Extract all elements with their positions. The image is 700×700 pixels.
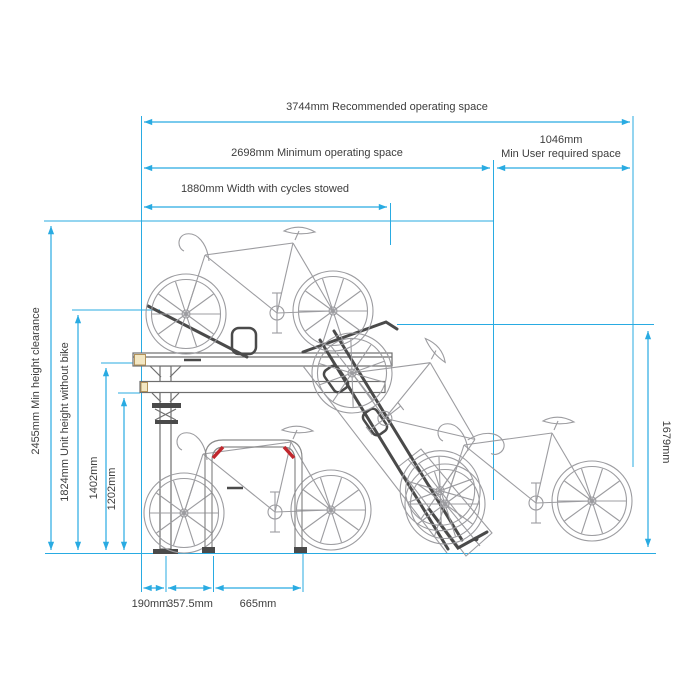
hoop-stand [202,439,307,553]
hoop-foot-left [202,547,215,553]
dimension-layer: 3744mm Recommended operating space 2698m… [30,101,672,610]
dim-label-1679: 1679mm [660,421,672,464]
rack-top-beam-cap [134,354,146,366]
dim-label-min-height-clearance: 2455mm Min height clearance [30,307,42,454]
rack-mid-plate [152,403,181,408]
rack-lower-beam-cap [140,382,148,392]
tray-wheel-hook-1 [322,364,350,394]
hoop-foot-right [294,547,307,553]
dim-label-width-stowed: 1880mm Width with cycles stowed [181,183,349,195]
tray-handle [301,320,399,354]
tray-rail-a [332,329,464,542]
rack-column [159,365,172,550]
rack-structure [132,304,393,554]
tray-wheel-hook-2 [361,407,389,437]
dim-label-1402: 1402mm [88,457,100,500]
hoop-red-mark-right [282,445,296,460]
rack-lower-beam [139,380,386,394]
tray-pivot-dot [473,536,479,542]
dim-label-user-space-value: 1046mm [540,134,583,146]
hoop-outer [204,439,303,553]
dim-label-665: 665mm [240,598,277,610]
dim-label-357: 357.5mm [167,598,213,610]
dim-label-user-space-text: Min User required space [501,148,621,160]
dim-label-1202: 1202mm [106,468,118,511]
rack-top-beam [132,352,393,367]
dim-label-unit-height: 1824mm Unit height without bike [59,342,71,502]
rack-mid-plate-2 [155,420,178,424]
dim-label-minimum-space: 2698mm Minimum operating space [231,147,403,159]
hoop-inner [211,446,296,553]
lower-tier-bike [144,426,371,553]
dim-label-190: 190mm [132,598,169,610]
hoop-red-mark-left [211,445,225,460]
tilted-tray [301,320,493,557]
rack-foot-plate [153,549,178,554]
rack-gussets [149,365,182,421]
dim-label-recommended-space: 3744mm Recommended operating space [286,101,488,113]
